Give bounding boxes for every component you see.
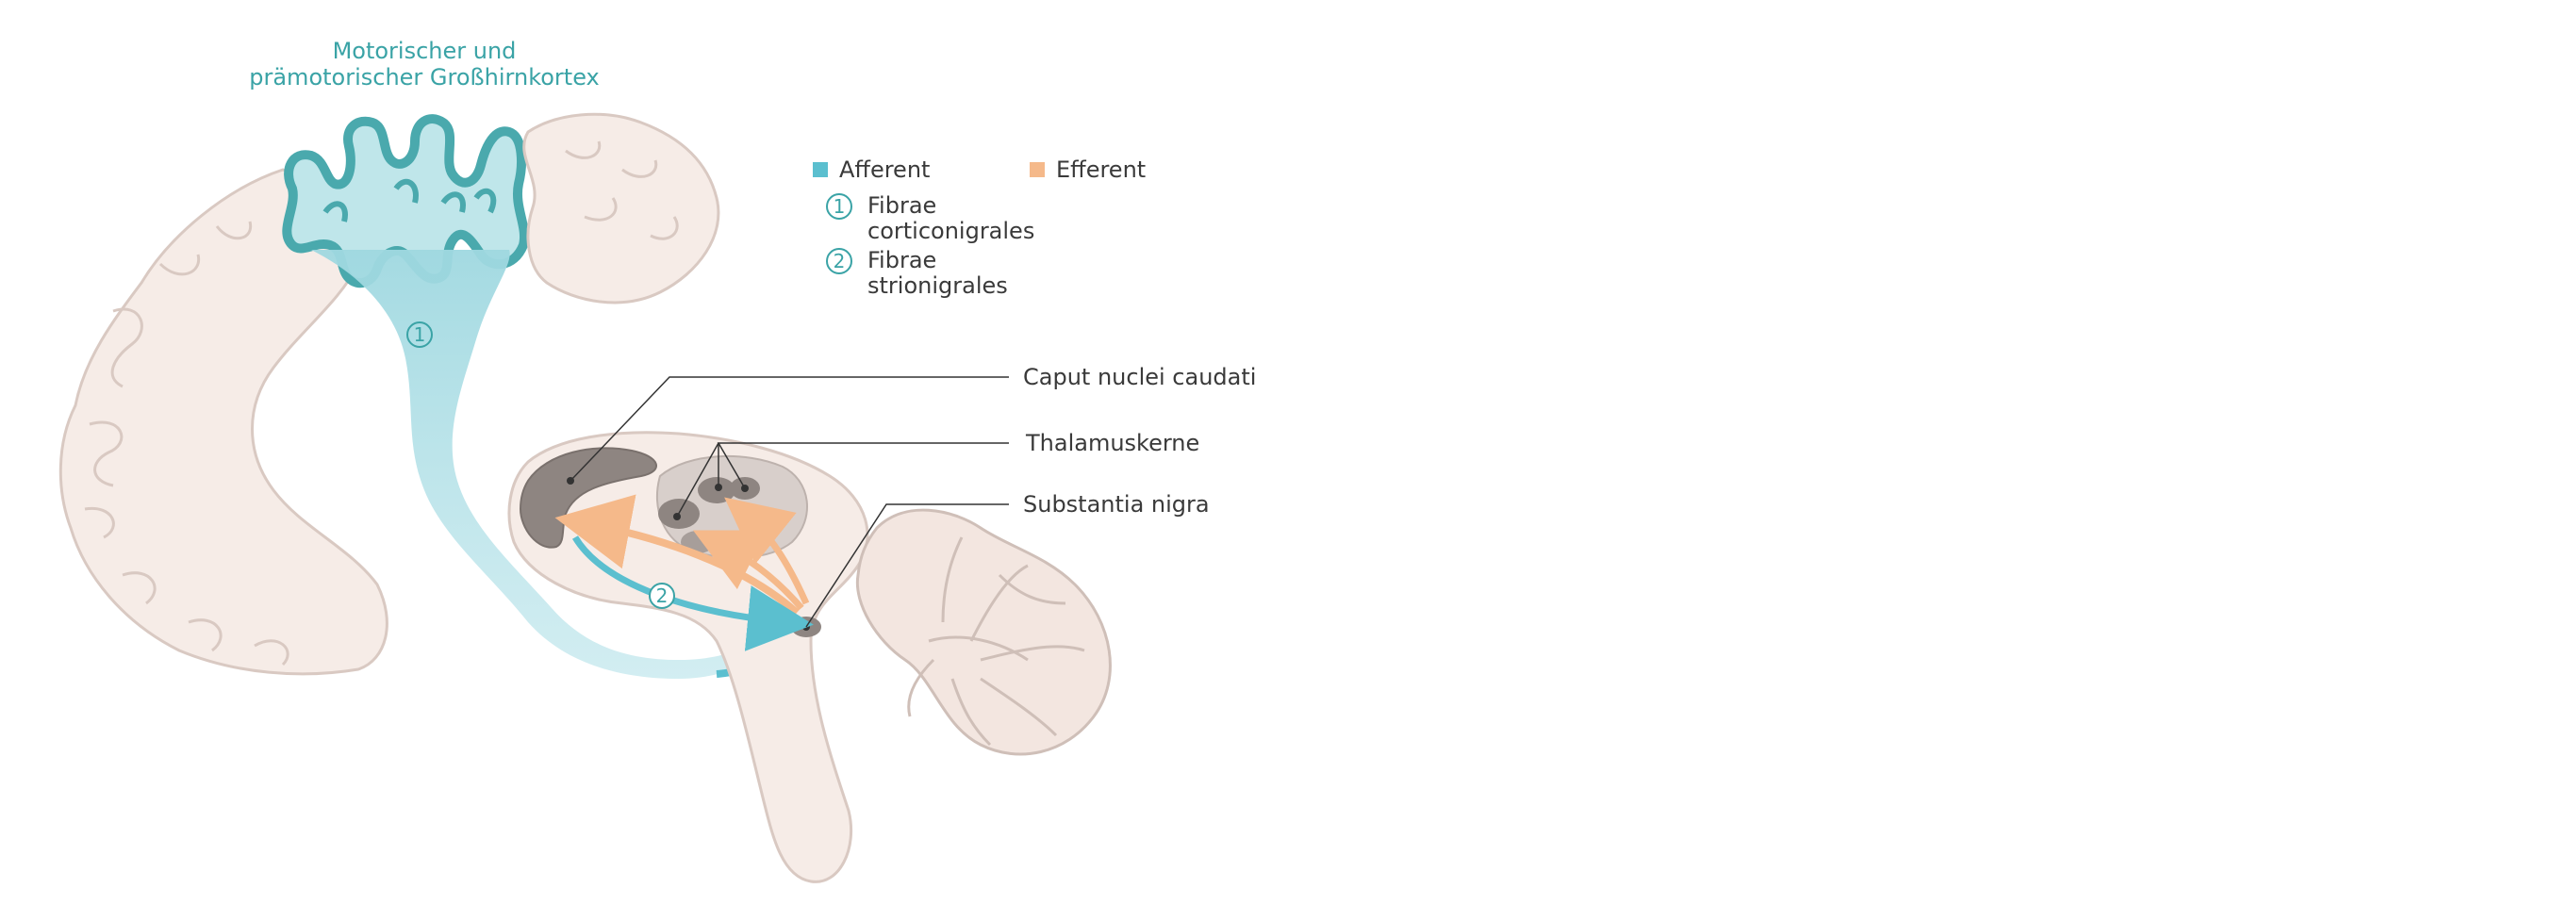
legend-afferent: Afferent — [839, 156, 930, 183]
efferent-swatch — [1030, 162, 1045, 177]
pathway-marker-2-circle — [649, 583, 675, 609]
legend-marker-1: 1 — [834, 195, 846, 218]
pathway-marker-2: 2 — [656, 584, 669, 607]
cerebrum-outline — [58, 168, 388, 676]
legend-marker-2: 2 — [834, 250, 846, 272]
caudate-leader — [570, 376, 1009, 482]
label-caudate: Caput nuclei caudati — [1023, 364, 1256, 390]
cortex-title-line2: prämotorischer Großhirnkortex — [249, 64, 600, 90]
cortex-sulci — [322, 178, 497, 222]
thalamus-leader-3 — [717, 442, 1009, 489]
legend-item-2-line1: Fibrae — [867, 247, 936, 273]
cerebellum — [855, 508, 1112, 756]
cortex-title: Motorischer und prämotorischer Großhirnk… — [249, 38, 600, 90]
nigra-leader — [805, 503, 1009, 628]
legend-marker-2-circle — [826, 248, 852, 274]
annotations: Caput nuclei caudati Thalamuskerne Subst… — [570, 364, 1256, 628]
legend: Afferent Efferent 1 Fibrae corticonigral… — [813, 156, 1146, 299]
legend-item-1-line2: corticonigrales — [867, 218, 1034, 244]
legend-marker-1-circle — [826, 193, 852, 220]
label-thalamus: Thalamuskerne — [1025, 430, 1199, 456]
legend-efferent: Efferent — [1056, 156, 1146, 183]
legend-item-2-line2: strionigrales — [867, 272, 1008, 299]
cerebellum-outline — [855, 508, 1112, 756]
arbor-vitae — [907, 536, 1085, 747]
pathway-marker-1: 1 — [414, 323, 426, 346]
thalamus-leader-1 — [676, 442, 719, 518]
motor-cortex — [282, 112, 720, 304]
legend-item-1-line1: Fibrae — [867, 192, 936, 219]
neighbour-cortex — [522, 112, 720, 304]
neighbour-folds — [565, 140, 679, 240]
brainstem-section: 2 — [507, 431, 869, 883]
label-nigra: Substantia nigra — [1023, 491, 1210, 518]
cerebrum-section — [58, 168, 388, 676]
gyri-folds — [84, 221, 289, 666]
afferent-swatch — [813, 162, 828, 177]
pathway-marker-1-circle — [406, 321, 433, 348]
tract-fan — [311, 250, 792, 679]
cortex-title-line1: Motorischer und — [333, 38, 517, 64]
